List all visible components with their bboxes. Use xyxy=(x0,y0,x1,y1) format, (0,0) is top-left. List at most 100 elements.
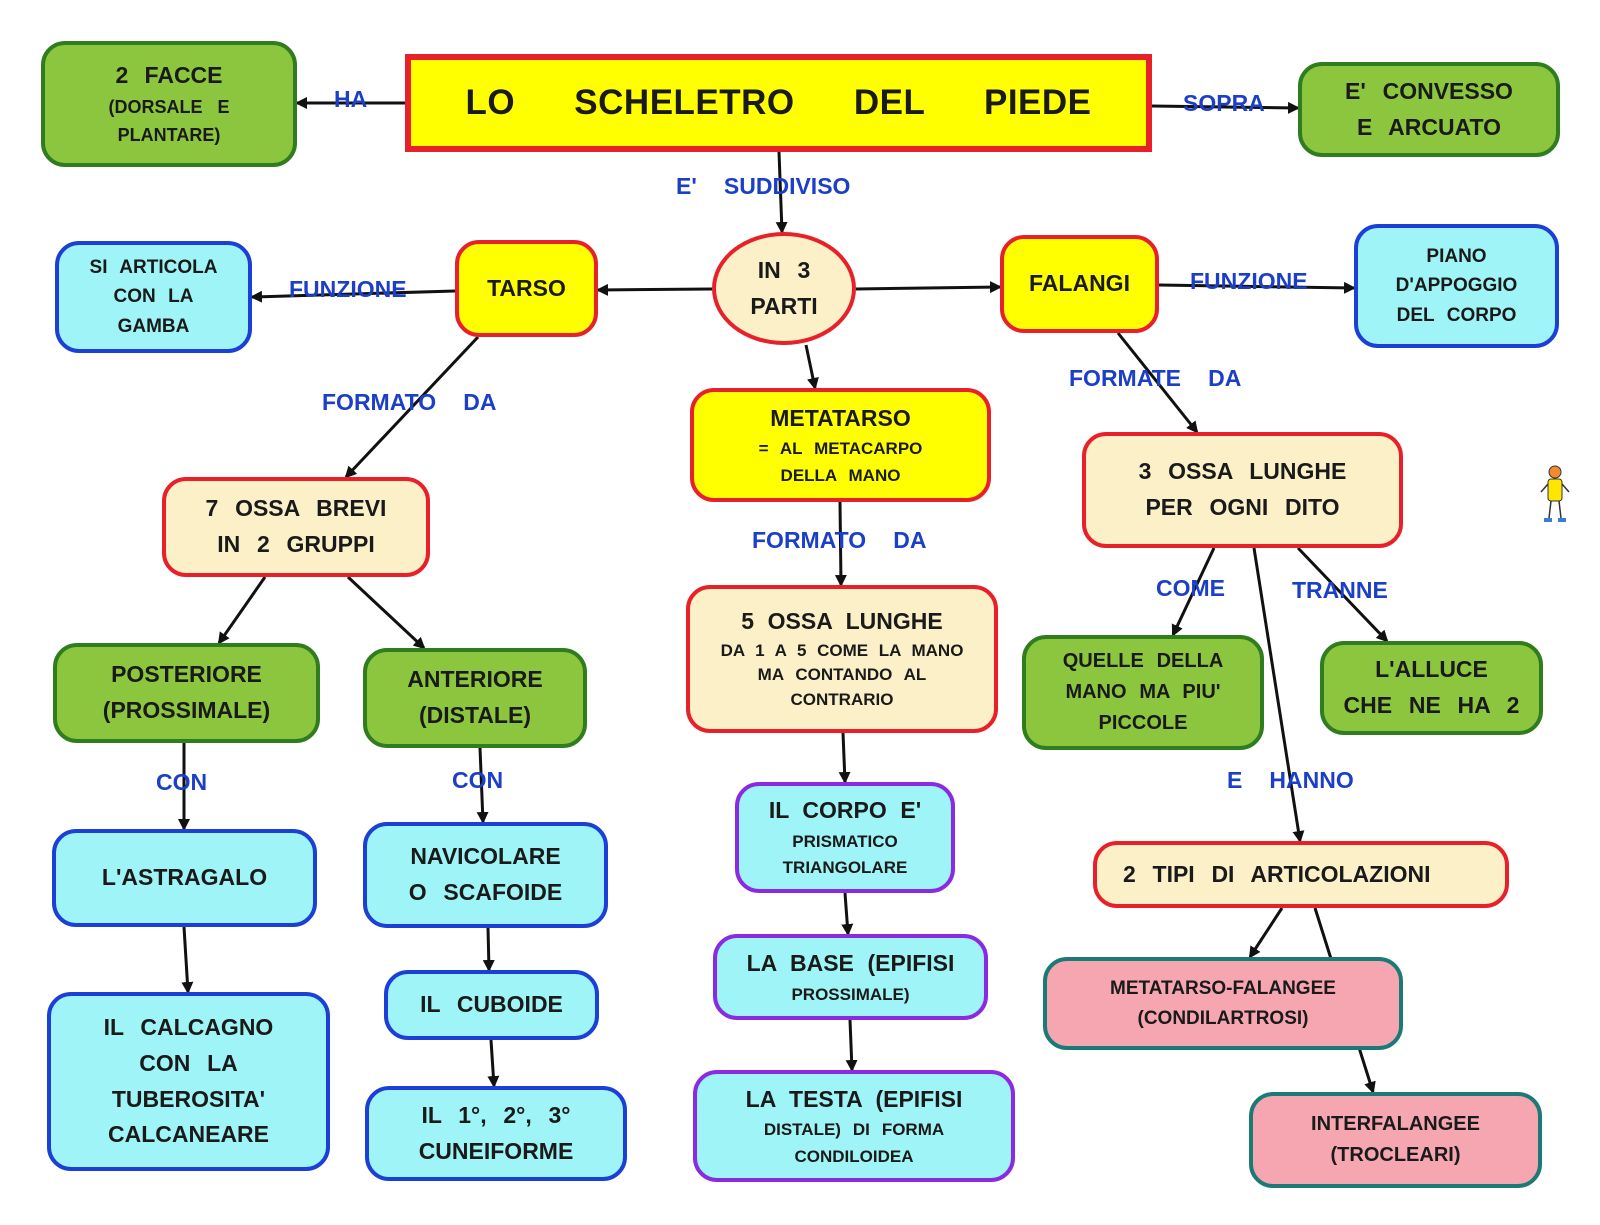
node-ossa-brevi-line-1: 7 OSSA BREVI xyxy=(205,495,387,522)
node-quelle-line-1: QUELLE DELLA xyxy=(1062,650,1224,672)
node-piano-line-1: PIANO xyxy=(1426,245,1487,267)
node-parti-line-2: PARTI xyxy=(750,292,818,319)
arrow-corpo-to-base xyxy=(841,892,854,936)
node-astragalo-line-1: L'ASTRAGALO xyxy=(101,864,268,891)
arrow-title-to-convesso xyxy=(1151,101,1300,114)
arrow-anteriore-to-navicolare xyxy=(476,747,489,824)
node-calcagno-line-3: TUBEROSITA' xyxy=(111,1085,266,1112)
node-testa: LA TESTA (EPIFISI DISTALE) DI FORMA COND… xyxy=(693,1070,1015,1182)
node-tipi-line-1: 2 TIPI DI ARTICOLAZIONI xyxy=(1123,860,1431,887)
arrow-falangi-to-ossa-lunghe xyxy=(1116,332,1199,434)
node-falangi-line-1: FALANGI xyxy=(1029,270,1130,297)
node-facce-line-2: (DORSALE E xyxy=(108,96,230,117)
node-cinque-ossa: 5 OSSA LUNGHE DA 1 A 5 COME LA MANO MA C… xyxy=(686,585,998,733)
arrow-metatarso-to-cinque-ossa xyxy=(834,501,847,587)
label-con-right: CON xyxy=(452,767,504,793)
label-formate-da: FORMATE DA xyxy=(1069,365,1242,391)
label-ha: HA xyxy=(334,86,368,112)
node-anteriore-line-2: (DISTALE) xyxy=(418,702,531,728)
node-cinque-ossa-line-1: 5 OSSA LUNGHE xyxy=(741,608,943,635)
label-come: COME xyxy=(1156,575,1225,601)
node-cinque-ossa-line-2: DA 1 A 5 COME LA MANO xyxy=(720,640,964,660)
node-base: LA BASE (EPIFISI PROSSIMALE) xyxy=(713,934,988,1020)
arrow-parti-to-tarso xyxy=(596,283,713,296)
arrow-tarso-to-ossa-brevi xyxy=(344,335,480,479)
node-posteriore: POSTERIORE (PROSSIMALE) xyxy=(53,643,320,743)
node-corpo-line-3: TRIANGOLARE xyxy=(782,858,908,878)
node-interfalangee-line-2: (TROCLEARI) xyxy=(1330,1144,1461,1166)
node-convesso-line-2: E ARCUATO xyxy=(1356,113,1502,140)
arrow-ossa-brevi-to-posteriore xyxy=(217,576,267,645)
node-astragalo: L'ASTRAGALO xyxy=(52,829,317,927)
node-cinque-ossa-line-3: MA CONTANDO AL xyxy=(757,665,927,685)
arrow-tipi-to-metatarso-falangee xyxy=(1248,907,1284,959)
arrow-base-to-testa xyxy=(845,1019,858,1072)
node-navicolare-line-2: O SCAFOIDE xyxy=(408,879,563,905)
node-interfalangee-line-1: INTERFALANGEE xyxy=(1311,1113,1480,1135)
title-text: LO SCHELETRO DEL PIEDE xyxy=(465,82,1092,122)
node-navicolare-line-1: NAVICOLARE xyxy=(410,843,561,870)
node-corpo-line-2: PRISMATICO xyxy=(792,831,898,851)
node-anteriore: ANTERIORE (DISTALE) xyxy=(363,648,587,748)
node-cuneiforme-line-1: IL 1°, 2°, 3° xyxy=(421,1101,571,1128)
label-suddiviso: E' SUDDIVISO xyxy=(676,173,851,199)
arrow-cinque-ossa-to-corpo xyxy=(838,732,851,784)
node-ossa-brevi-line-2: IN 2 GRUPPI xyxy=(217,531,375,557)
node-tipi: 2 TIPI DI ARTICOLAZIONI xyxy=(1093,841,1509,908)
node-quelle-line-2: MANO MA PIU' xyxy=(1065,681,1221,703)
node-corpo: IL CORPO E' PRISMATICO TRIANGOLARE xyxy=(735,782,955,893)
node-posteriore-line-1: POSTERIORE xyxy=(111,661,262,688)
label-sopra: SOPRA xyxy=(1183,90,1265,116)
label-formato-da-center: FORMATO DA xyxy=(752,527,927,553)
arrow-ossa-brevi-to-anteriore xyxy=(346,575,426,650)
node-interfalangee: INTERFALANGEE (TROCLEARI) xyxy=(1249,1092,1542,1188)
node-metatarso-line-3: DELLA MANO xyxy=(780,465,901,485)
node-facce: 2 FACCE (DORSALE E PLANTARE) xyxy=(41,41,297,167)
node-corpo-line-1: IL CORPO E' xyxy=(768,797,922,824)
node-articola-line-2: CON LA xyxy=(113,286,194,308)
arrow-tarso-to-articola xyxy=(250,289,456,303)
label-funzione-left: FUNZIONE xyxy=(289,276,407,302)
label-tranne: TRANNE xyxy=(1292,577,1388,603)
node-ossa-brevi: 7 OSSA BREVI IN 2 GRUPPI xyxy=(162,477,430,577)
node-metatarso-line-2: = AL METACARPO xyxy=(758,439,923,459)
arrow-ossa-lunghe-to-quelle xyxy=(1171,547,1216,637)
node-cinque-ossa-line-4: CONTRARIO xyxy=(790,689,894,709)
node-piano: PIANO D'APPOGGIO DEL CORPO xyxy=(1354,224,1559,348)
node-ossa-lunghe-dito: 3 OSSA LUNGHE PER OGNI DITO xyxy=(1082,432,1403,548)
node-tarso: TARSO xyxy=(455,240,598,337)
label-formato-da-left: FORMATO DA xyxy=(322,389,497,415)
node-articola-line-3: GAMBA xyxy=(117,315,190,337)
node-metatarso-falangee-line-2: (CONDILARTROSI) xyxy=(1137,1007,1309,1029)
arrow-ossa-lunghe-to-alluce xyxy=(1296,546,1389,643)
node-metatarso-falangee-line-1: METATARSO-FALANGEE xyxy=(1110,978,1336,1000)
node-alluce-line-2: CHE NE HA 2 xyxy=(1343,692,1520,718)
node-parti: IN 3 PARTI xyxy=(712,232,856,345)
arrow-parti-to-falangi xyxy=(855,281,1002,294)
node-cuneiforme: IL 1°, 2°, 3° CUNEIFORME xyxy=(365,1086,627,1181)
label-funzione-right: FUNZIONE xyxy=(1190,268,1308,294)
node-convesso: E' CONVESSO E ARCUATO xyxy=(1298,62,1560,157)
node-cuboide: IL CUBOIDE xyxy=(384,970,599,1040)
node-testa-line-1: LA TESTA (EPIFISI xyxy=(745,1085,963,1112)
node-testa-line-2: DISTALE) DI FORMA xyxy=(763,1120,945,1140)
node-calcagno-line-2: CON LA xyxy=(139,1049,238,1076)
node-ossa-lunghe-dito-line-1: 3 OSSA LUNGHE xyxy=(1138,458,1347,485)
node-alluce: L'ALLUCE CHE NE HA 2 xyxy=(1320,641,1543,735)
node-base-line-1: LA BASE (EPIFISI xyxy=(746,950,955,976)
node-falangi: FALANGI xyxy=(1000,235,1159,333)
node-metatarso-line-1: METATARSO xyxy=(770,404,911,431)
node-cuboide-line-1: IL CUBOIDE xyxy=(420,991,563,1018)
node-anteriore-line-1: ANTERIORE xyxy=(407,666,543,693)
arrow-title-to-parti xyxy=(775,151,788,234)
node-posteriore-line-2: (PROSSIMALE) xyxy=(102,697,271,723)
arrow-navicolare-to-cuboide xyxy=(482,927,495,972)
arrow-parti-to-metatarso xyxy=(804,344,819,390)
node-piano-line-3: DEL CORPO xyxy=(1396,304,1517,326)
node-articola-line-1: SI ARTICOLA xyxy=(89,256,218,278)
node-convesso-line-1: E' CONVESSO xyxy=(1345,77,1513,104)
node-base-line-2: PROSSIMALE) xyxy=(791,984,910,1004)
node-metatarso-falangee: METATARSO-FALANGEE (CONDILARTROSI) xyxy=(1043,957,1403,1050)
arrow-ossa-lunghe-to-tipi xyxy=(1252,547,1305,843)
